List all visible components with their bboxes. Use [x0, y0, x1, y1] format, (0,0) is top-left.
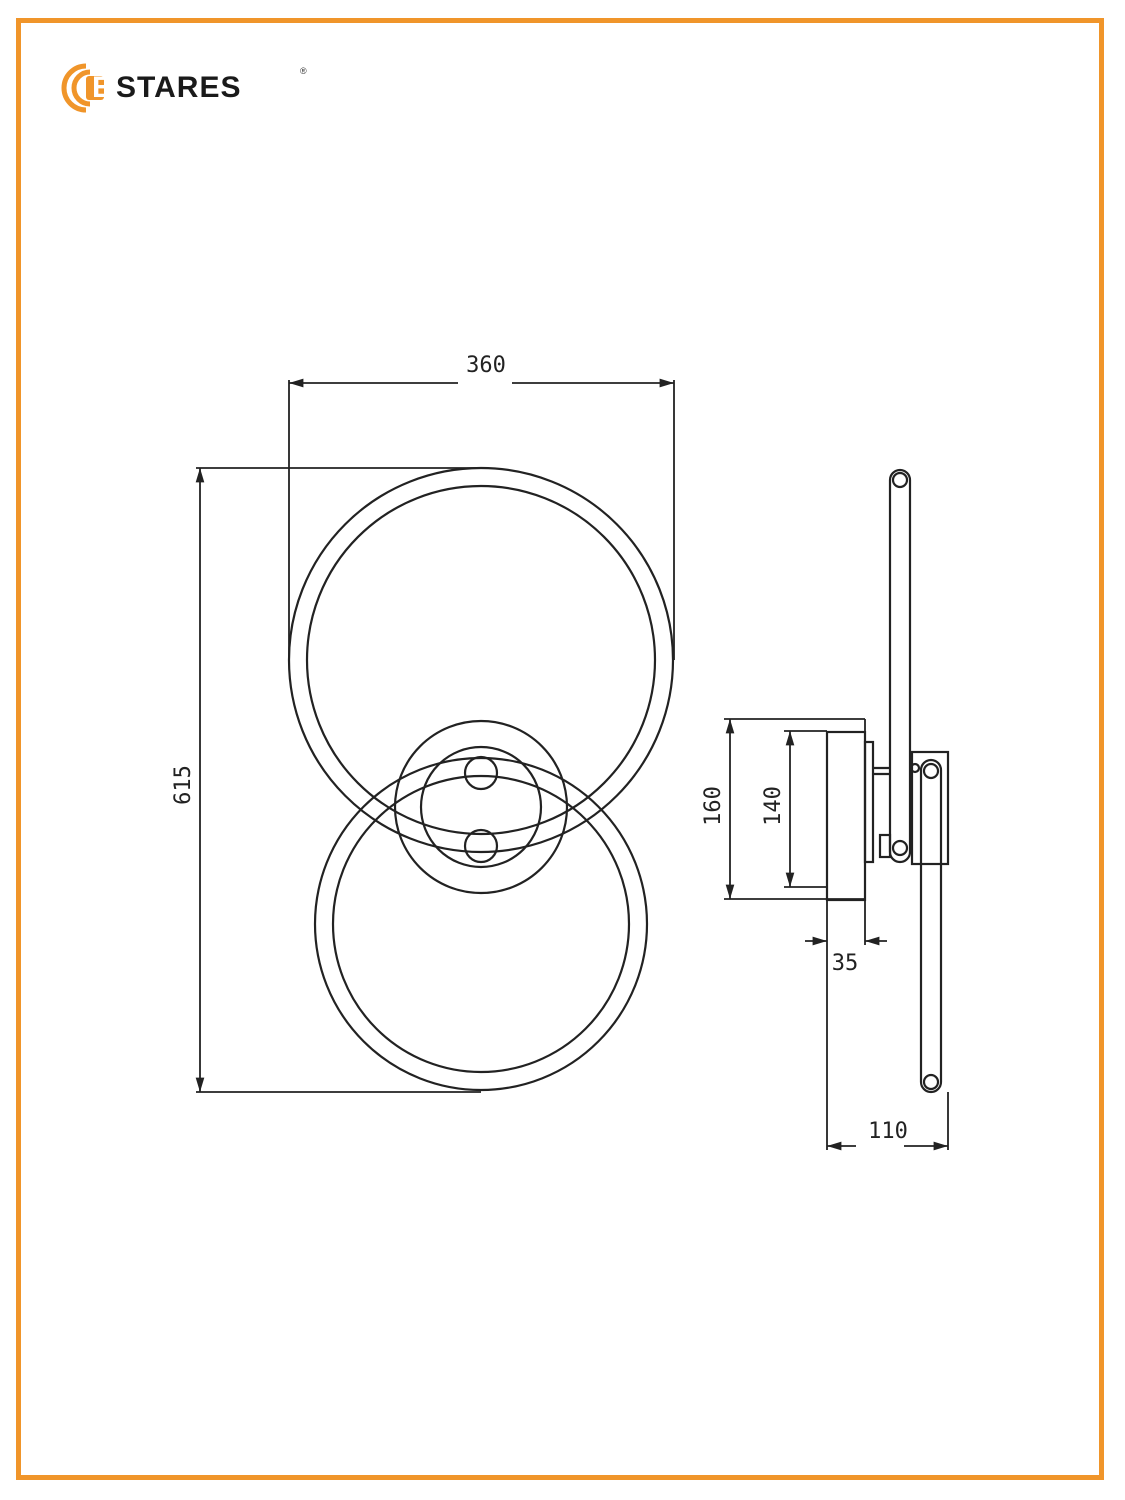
connector-top	[463, 755, 499, 791]
front-dimensions	[195, 378, 675, 1093]
logo-initial: E	[92, 71, 114, 104]
side-view	[825, 468, 950, 1094]
connector-bottom	[463, 828, 499, 864]
base-face	[863, 740, 875, 864]
logo-arcs-icon	[61, 63, 104, 113]
registered-mark: ®	[300, 66, 307, 76]
base-body	[825, 730, 867, 902]
base-plate-inner	[419, 745, 543, 869]
dim-base-offset-label: 35	[832, 951, 859, 976]
lower-ring-edge	[919, 758, 943, 1094]
front-view	[287, 466, 675, 1092]
lower-ring-inner	[331, 774, 631, 1074]
bracket-low	[878, 833, 892, 859]
dim-base-outer-label: 160	[701, 786, 726, 826]
page-border	[16, 18, 1104, 1480]
upper-ring-outer	[287, 466, 675, 854]
side-bracket	[910, 750, 950, 866]
dim-depth-label: 110	[868, 1119, 908, 1144]
upper-ring-edge	[888, 468, 912, 864]
side-dimensions	[724, 718, 949, 1151]
lower-ring-outer	[313, 756, 649, 1092]
base-plate-outer	[393, 719, 569, 895]
logo-name: STARES	[116, 71, 242, 104]
dim-width-label: 360	[466, 353, 506, 378]
dim-height-label: 615	[171, 765, 196, 805]
dim-base-inner-label: 140	[761, 786, 786, 826]
upper-ring-inner	[305, 484, 657, 836]
